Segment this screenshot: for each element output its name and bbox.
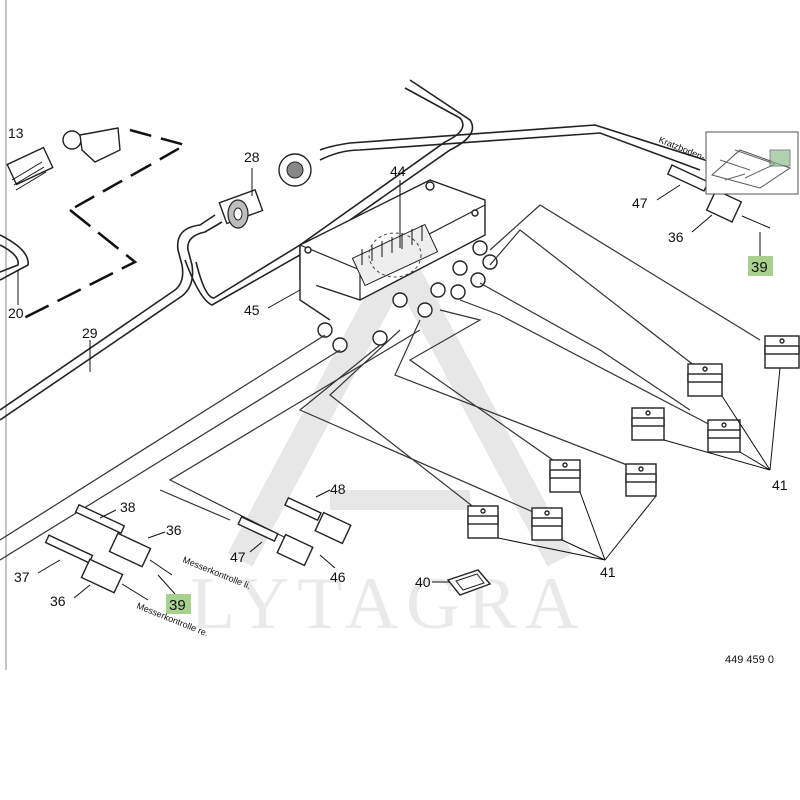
- frame-outline: [19, 128, 189, 322]
- callout-46: 46: [330, 569, 346, 585]
- callout-39-low-highlight: [166, 594, 191, 614]
- overview-thumbnail: [705, 131, 799, 195]
- callout-39-top-highlight: [748, 256, 773, 276]
- sensor-37: [44, 534, 149, 601]
- callout-36-mid: 36: [166, 522, 182, 538]
- callout-20: 20: [8, 305, 24, 321]
- gasket-40: [446, 569, 492, 596]
- socket-28: [218, 153, 312, 229]
- junction-box-45: [299, 179, 486, 321]
- callout-29: 29: [82, 325, 98, 341]
- callout-48: 48: [330, 481, 346, 497]
- callout-40: 40: [415, 574, 431, 590]
- callout-36-low: 36: [50, 593, 66, 609]
- connector-13: [6, 127, 121, 191]
- callout-39-top: 39: [751, 259, 768, 276]
- cable-29: [0, 79, 474, 421]
- callout-36-top: 36: [668, 229, 684, 245]
- callout-41-upper: 41: [772, 477, 788, 493]
- callout-45: 45: [244, 302, 260, 318]
- sensor-38: [74, 503, 173, 576]
- callout-28: 28: [244, 149, 260, 165]
- callout-39-low: 39: [169, 597, 186, 614]
- sensor-blocks-41: [467, 335, 800, 541]
- callout-41-lower: 41: [600, 564, 616, 580]
- sensor-46-48: [237, 496, 352, 567]
- callout-44: 44: [390, 163, 406, 179]
- sensor-36-top: [666, 164, 771, 229]
- sensor-wires: [0, 204, 761, 561]
- callout-37: 37: [14, 569, 30, 585]
- cable-20: [0, 234, 29, 281]
- document-number: 449 459 0: [725, 654, 774, 666]
- callout-13: 13: [8, 125, 24, 141]
- watermark-text: LYTAGRA: [190, 563, 586, 645]
- callout-47-mid: 47: [230, 549, 246, 565]
- callout-38: 38: [120, 499, 136, 515]
- callout-47-top: 47: [632, 195, 648, 211]
